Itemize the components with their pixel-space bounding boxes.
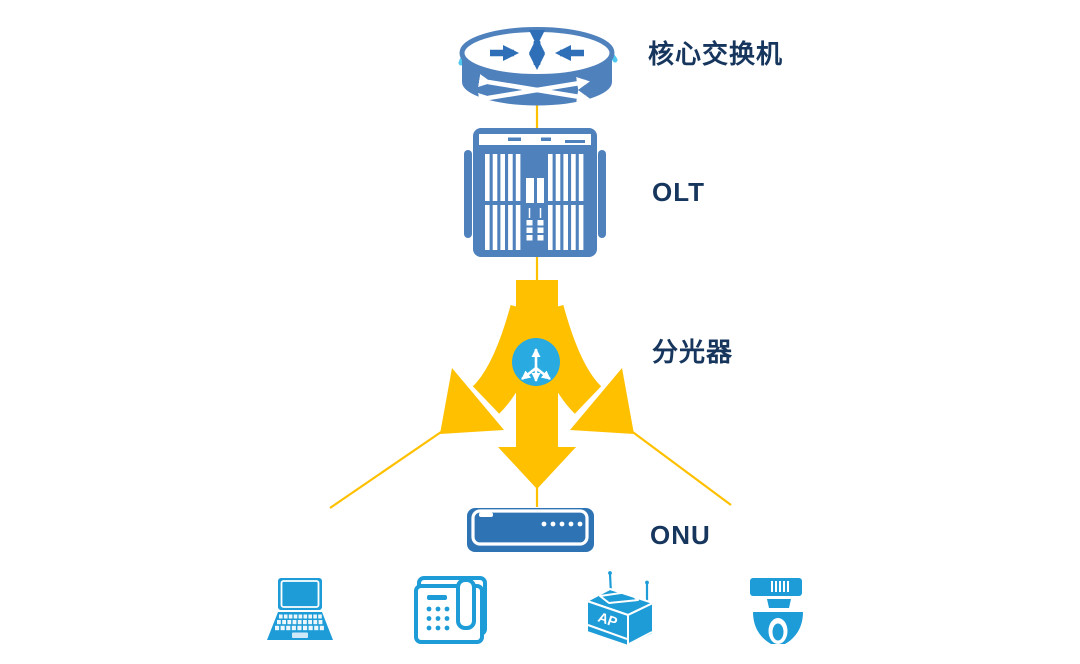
splitter-arrows bbox=[440, 280, 634, 489]
dome-camera-icon bbox=[745, 576, 809, 650]
olt-right-handle bbox=[598, 150, 606, 238]
camera-vents bbox=[771, 581, 789, 592]
switch-top-arrows bbox=[490, 30, 584, 70]
laptop-icon bbox=[264, 576, 336, 642]
phone-keypad bbox=[426, 606, 450, 631]
onu-label: ONU bbox=[650, 520, 711, 550]
splitter-label: 分光器 bbox=[652, 337, 734, 367]
switch-cross-arrows bbox=[478, 74, 590, 106]
olt-label: OLT bbox=[652, 177, 706, 207]
desk-phone-icon bbox=[410, 576, 490, 646]
ap-label: AP bbox=[596, 609, 620, 630]
down-arrow bbox=[498, 280, 576, 489]
olt-left-handle bbox=[464, 150, 472, 238]
laptop-touchpad bbox=[292, 632, 308, 638]
olt-chassis-icon bbox=[463, 124, 607, 264]
left-arrowhead bbox=[440, 368, 504, 434]
onu-led-lights bbox=[541, 521, 583, 527]
phone-handset bbox=[456, 578, 476, 630]
olt-line-cards bbox=[485, 154, 584, 250]
optical-splitter-icon bbox=[512, 338, 560, 386]
core-switch-icon bbox=[456, 8, 618, 112]
camera-lens bbox=[772, 623, 784, 641]
wireless-ap-icon: AP bbox=[578, 568, 663, 658]
onu-modem-icon bbox=[466, 507, 596, 553]
core-switch-label: 核心交换机 bbox=[648, 39, 784, 69]
right-arrowhead bbox=[570, 368, 634, 434]
laptop-keys bbox=[275, 614, 324, 631]
